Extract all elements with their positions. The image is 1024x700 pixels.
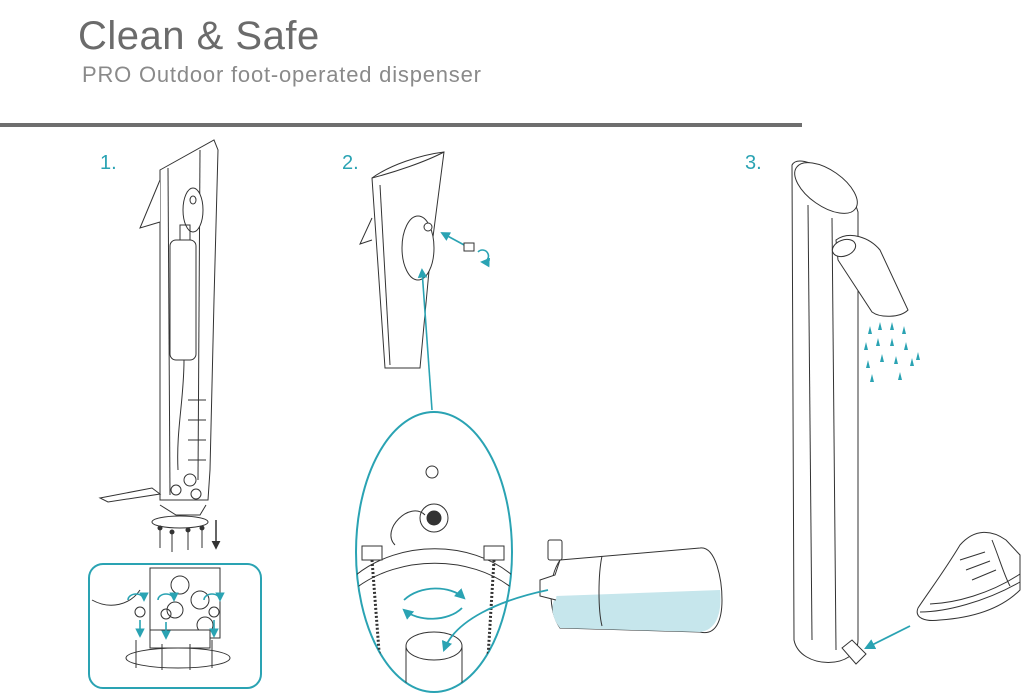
step-3-press-arrow <box>864 625 911 649</box>
page-title: Clean & Safe <box>78 14 320 58</box>
step-2-pour-arrow <box>441 589 549 653</box>
step-2-oval-detail <box>355 411 513 693</box>
step-3-label: 3. <box>745 152 762 174</box>
header-divider <box>0 123 802 127</box>
step-1-dispenser-illustration <box>98 139 219 552</box>
step-1-label: 1. <box>100 152 117 174</box>
step-1-detail-box <box>88 563 262 689</box>
step-3-dispenser-illustration <box>791 160 909 665</box>
step-2-refill-bottle-illustration <box>539 539 723 634</box>
step-2-cover-illustration <box>359 151 445 369</box>
step-2-screw-icon <box>440 232 491 268</box>
step-2-connector-arrow <box>417 268 433 411</box>
spray-drops <box>864 322 920 382</box>
shoe-icon <box>916 531 1021 621</box>
step-2-label: 2. <box>342 152 359 174</box>
page-subtitle: PRO Outdoor foot-operated dispenser <box>82 62 482 87</box>
